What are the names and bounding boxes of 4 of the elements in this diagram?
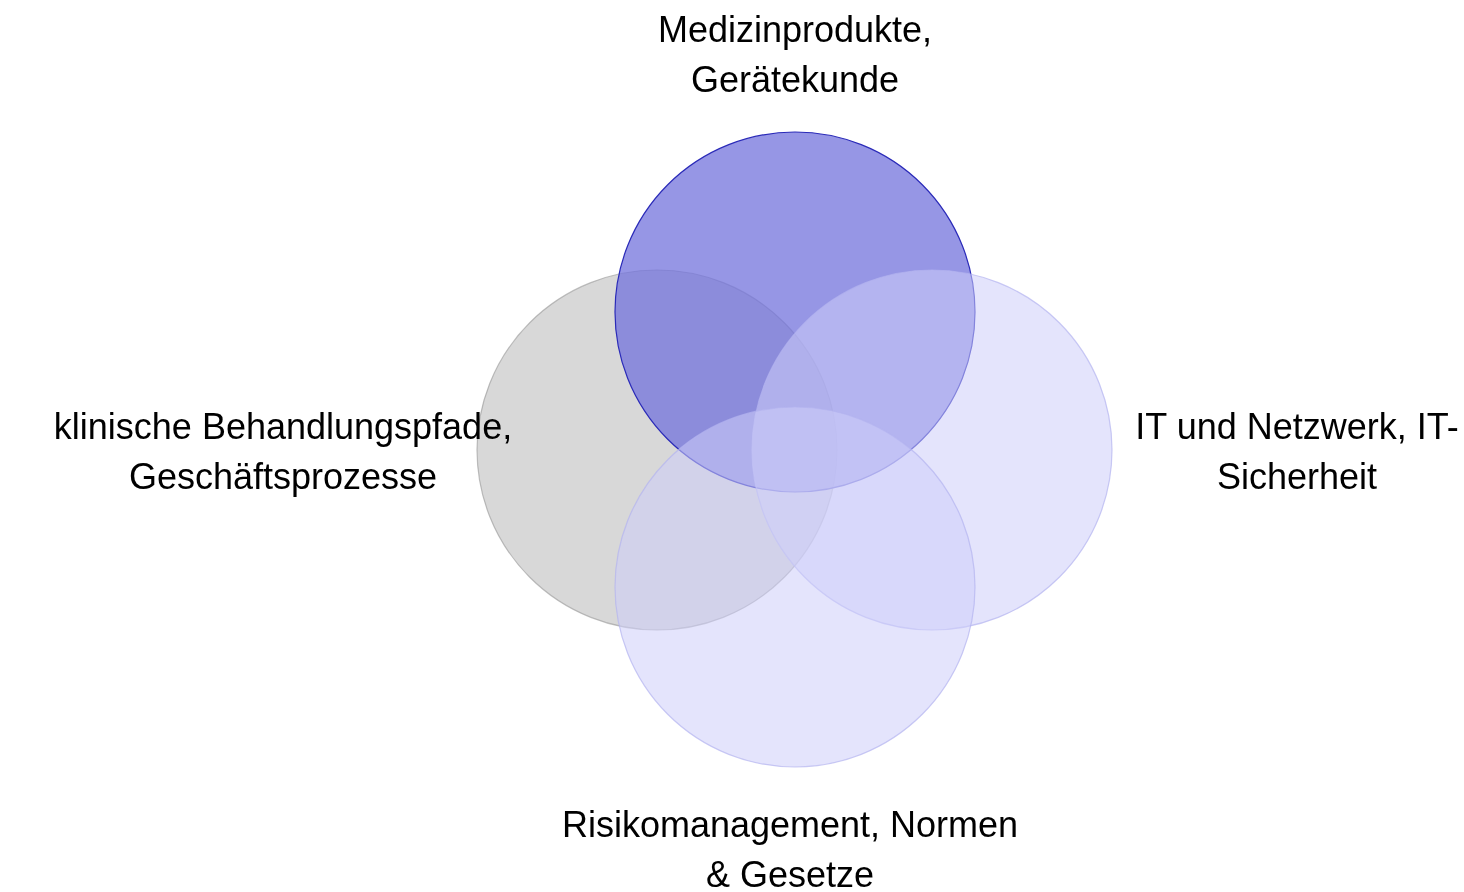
circle-label: Risikomanagement, Normen & Gesetze — [560, 803, 1020, 892]
circle-label: IT und Netzwerk, IT-Sicherheit — [1134, 405, 1460, 499]
circle-label: Medizinprodukte, Gerätekunde — [656, 8, 934, 102]
circle-label: klinische Behandlungspfade, Geschäftsprozesse — [52, 405, 514, 499]
